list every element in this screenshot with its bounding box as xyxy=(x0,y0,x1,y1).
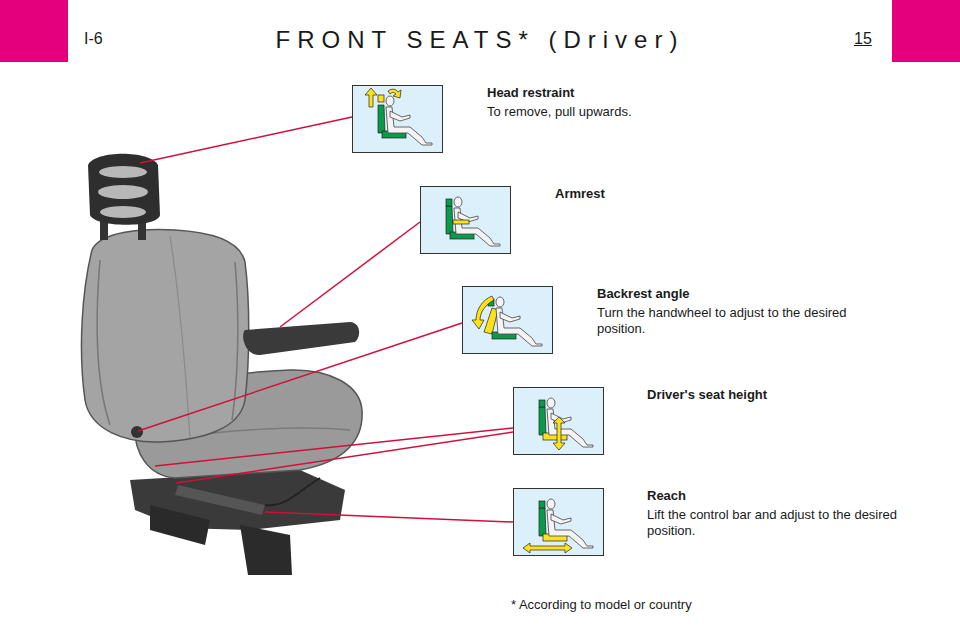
seat-icon xyxy=(352,85,443,153)
callout-text: Armrest xyxy=(555,186,755,205)
callout-heading: Reach xyxy=(647,488,902,504)
callout-text: Backrest angleTurn the handwheel to adju… xyxy=(597,286,852,337)
leader-line xyxy=(138,117,513,522)
callout-body: To remove, pull upwards. xyxy=(487,104,747,120)
seat-base xyxy=(130,470,345,575)
callout-body: Turn the handwheel to adjust to the desi… xyxy=(597,305,852,337)
callout-icon: Backrest angleTurn the handwheel to adju… xyxy=(462,286,852,354)
seat-backrest xyxy=(81,230,248,443)
callout-heading: Head restraint xyxy=(487,85,747,101)
armrest xyxy=(243,322,359,355)
page-number: I-6 xyxy=(84,30,103,48)
header-block xyxy=(0,0,68,62)
callout-heading: Backrest angle xyxy=(597,286,852,302)
seat-icon xyxy=(420,186,511,254)
callout-icon: ReachLift the control bar and adjust to … xyxy=(513,488,902,556)
footnote: * According to model or country xyxy=(511,597,692,612)
callout-text: Head restraint To remove, pull upwards. xyxy=(487,85,747,120)
callout-heading: Driver's seat height xyxy=(647,387,847,403)
head-restraint xyxy=(88,154,160,240)
page-title: FRONT SEATS* (Driver) xyxy=(120,26,840,54)
callout-text: Driver's seat height xyxy=(647,387,847,406)
callout-icon: Head restraint To remove, pull upwards. xyxy=(352,85,747,153)
header-block xyxy=(892,0,960,62)
seat-icon xyxy=(513,387,604,455)
callout-icon: Driver's seat height xyxy=(513,387,847,455)
page-number: 15 xyxy=(854,30,872,48)
handwheel xyxy=(131,426,143,438)
callout-body: Lift the control bar and adjust to the d… xyxy=(647,507,902,539)
callout-heading: Armrest xyxy=(555,186,755,202)
seat-icon xyxy=(462,286,553,354)
callout-text: ReachLift the control bar and adjust to … xyxy=(647,488,902,539)
seat-icon xyxy=(513,488,604,556)
callout-icon: Armrest xyxy=(420,186,755,254)
